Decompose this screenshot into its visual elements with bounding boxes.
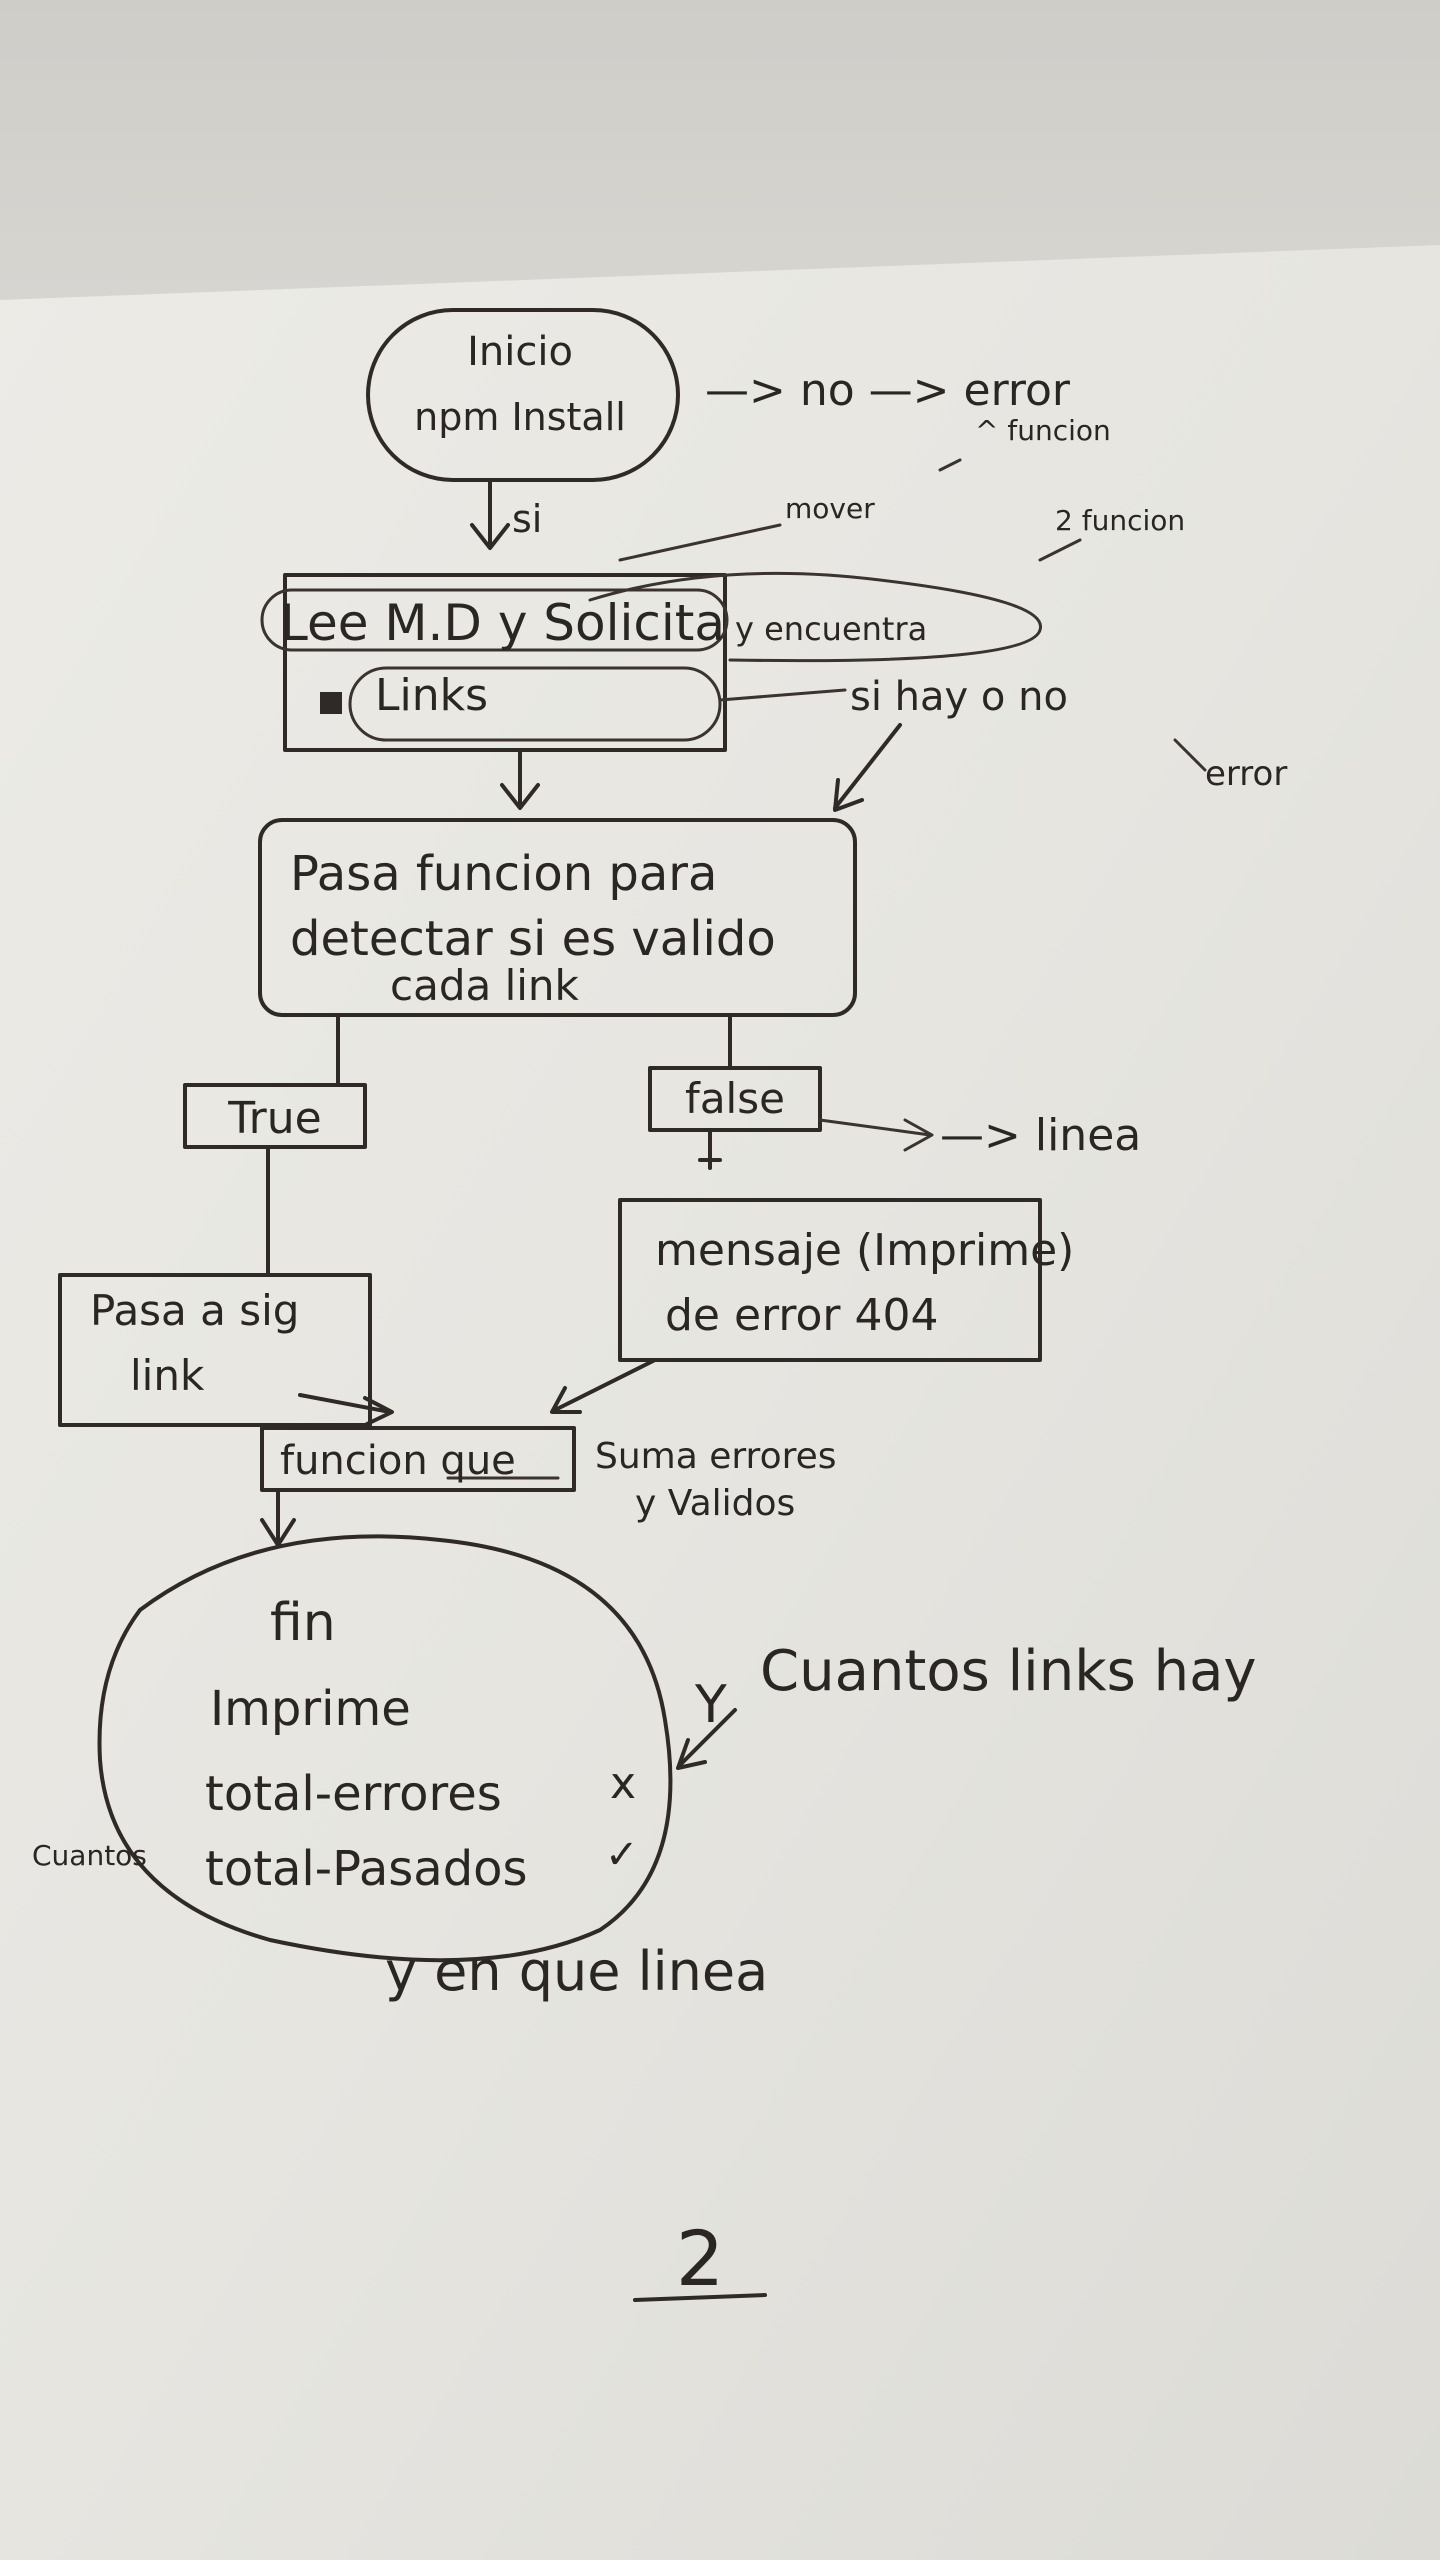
annotation-funcion-2-line: [1038, 538, 1082, 562]
next-line2: link: [130, 1351, 205, 1400]
error-line2: de error 404: [665, 1290, 938, 1341]
annotation-cuantos-side: Cuantos: [32, 1839, 147, 1872]
en-que-linea: y en que linea: [385, 1940, 768, 2003]
validate-line3: cada link: [390, 961, 580, 1010]
next-box: Pasa a sig link: [58, 1273, 372, 1427]
start-line2: npm Install: [414, 395, 626, 439]
line-false-to-error: [698, 1128, 722, 1170]
read-links: Links: [375, 670, 488, 721]
error-box: mensaje (Imprime) de error 404: [618, 1198, 1074, 1362]
annotation-funcion-1: ^ funcion: [975, 414, 1111, 447]
validate-line2: detectar si es valido: [290, 911, 776, 967]
read-si-hay: si hay o no: [850, 674, 1068, 720]
sum-side2: y Validos: [635, 1483, 795, 1524]
yes-label: si: [512, 497, 542, 541]
annotation-linea: —> linea: [940, 1110, 1141, 1161]
mark-check: ✓: [605, 1832, 639, 1878]
cuantos-links: Cuantos links hay: [760, 1639, 1257, 1704]
annotation-funcion-2: 2 funcion: [1055, 504, 1185, 537]
end-line1: fin: [270, 1593, 336, 1653]
arrow-next-to-sum: [298, 1393, 394, 1427]
annotation-y-mark: Y: [694, 1675, 727, 1735]
end-line2: Imprime: [210, 1681, 411, 1737]
arrow-error-to-validate: [833, 723, 902, 812]
page-number-underline: [633, 2293, 767, 2302]
start-line1: Inicio: [467, 329, 573, 375]
arrow-sum-to-end: [260, 1488, 296, 1547]
false-label: false: [685, 1074, 785, 1123]
validate-box: Pasa funcion para detectar si es valido …: [258, 818, 857, 1017]
page-number: 2: [676, 2214, 724, 2303]
sum-box: funcion que Suma errores y Validos: [260, 1426, 837, 1524]
arrow-false-to-linea: [818, 1118, 934, 1152]
annotation-mover: mover: [785, 492, 875, 525]
true-box: True: [183, 1083, 367, 1149]
arrow-error-to-sum: [550, 1358, 657, 1414]
false-box: false: [648, 1066, 822, 1132]
error-line1: mensaje (Imprime): [655, 1225, 1074, 1276]
end-line3: total-errores: [205, 1766, 502, 1822]
start-node: Inicio npm Install: [366, 308, 680, 482]
read-encuentra: y encuentra: [735, 610, 927, 648]
arrow-read-to-validate: [500, 748, 540, 810]
read-line1: Lee M.D y Solicita: [280, 594, 725, 652]
annotation-error-right: error: [1205, 754, 1287, 794]
sum-side1: Suma errores: [595, 1436, 837, 1477]
sum-label: funcion que: [280, 1438, 516, 1484]
mark-x: x: [610, 1758, 636, 1809]
annotation-funcion-1-line: [938, 458, 962, 472]
arrow-start-to-read: [470, 478, 510, 550]
true-label: True: [227, 1093, 321, 1144]
end-line4: total-Pasados: [205, 1841, 528, 1897]
annotation-mover-line: [618, 523, 782, 562]
no-error-branch: —> no —> error: [705, 365, 1071, 416]
validate-line1: Pasa funcion para: [290, 846, 717, 902]
read-box: Lee M.D y Solicita y encuentra Links si …: [260, 571, 1287, 794]
end-node: fin Imprime total-errores total-Pasados …: [97, 1534, 673, 1963]
arrow-cuantos-to-end: [676, 1708, 737, 1770]
next-line1: Pasa a sig: [90, 1286, 299, 1335]
